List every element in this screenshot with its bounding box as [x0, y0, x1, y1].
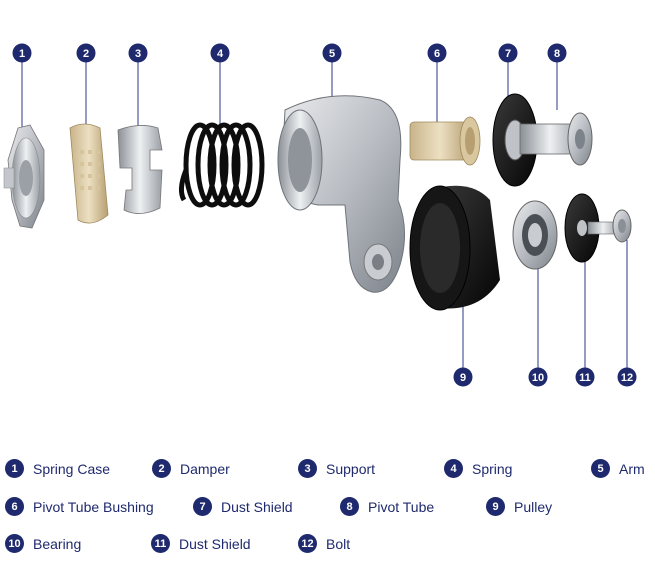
spring-case-part	[3, 124, 45, 229]
legend-number: 12	[298, 534, 317, 553]
legend-label: Pivot Tube	[368, 498, 435, 515]
legend-item-dust-shield: 7 Dust Shield	[193, 497, 293, 516]
legend-label: Pulley	[514, 498, 553, 515]
legend-item-arm: 5 Arm	[591, 459, 645, 478]
callout-2: 2	[76, 43, 96, 63]
svg-text:9: 9	[460, 372, 466, 384]
callout-11: 11	[575, 367, 595, 387]
legend-item-spring: 4 Spring	[444, 459, 512, 478]
legend-number: 11	[151, 534, 170, 553]
legend-item-pulley: 9 Pulley	[486, 497, 552, 516]
callout-7: 7	[498, 43, 518, 63]
callout-3: 3	[128, 43, 148, 63]
legend-label: Pivot Tube Bushing	[33, 498, 154, 515]
svg-text:4: 4	[217, 48, 224, 60]
svg-text:3: 3	[135, 48, 141, 60]
svg-text:7: 7	[505, 48, 511, 60]
svg-text:8: 8	[554, 48, 560, 60]
svg-text:11: 11	[579, 372, 591, 384]
leader-lines	[21, 60, 628, 370]
legend-number: 9	[486, 497, 505, 516]
pivot-tube-bushing-part	[409, 116, 481, 166]
legend-item-pivot-tube-bushing: 6 Pivot Tube Bushing	[5, 497, 154, 516]
callout-5: 5	[322, 43, 342, 63]
legend-label: Support	[326, 460, 376, 477]
callout-1: 1	[12, 43, 32, 63]
svg-text:5: 5	[329, 48, 335, 60]
svg-text:1: 1	[19, 48, 25, 60]
callout-4: 4	[210, 43, 230, 63]
legend-number: 4	[444, 459, 463, 478]
callout-12: 12	[617, 367, 637, 387]
callout-10: 10	[528, 367, 548, 387]
legend-item-bolt: 12 Bolt	[298, 534, 350, 553]
support-part	[117, 125, 163, 214]
legend-item-dust-shield-2: 11 Dust Shield	[151, 534, 251, 553]
bolt-part	[587, 209, 632, 243]
svg-text:12: 12	[621, 372, 633, 384]
legend-item-bearing: 10 Bearing	[5, 534, 81, 553]
legend-number: 5	[591, 459, 610, 478]
legend-number: 8	[340, 497, 359, 516]
bearing-part	[512, 200, 558, 270]
pulley-part	[409, 185, 500, 311]
legend-label: Spring	[472, 460, 513, 477]
svg-text:2: 2	[83, 48, 89, 60]
callout-6: 6	[427, 43, 447, 63]
legend-number: 2	[152, 459, 171, 478]
legend-number: 7	[193, 497, 212, 516]
arm-part	[277, 95, 406, 293]
spring-part	[178, 122, 265, 208]
legend-label: Spring Case	[33, 460, 111, 477]
callout-9: 9	[453, 367, 473, 387]
legend-item-spring-case: 1 Spring Case	[5, 459, 110, 478]
callout-8: 8	[547, 43, 567, 63]
svg-text:10: 10	[532, 372, 544, 384]
legend-label: Damper	[180, 460, 230, 477]
legend-number: 10	[5, 534, 24, 553]
legend-label: Arm	[619, 460, 645, 477]
legend-label: Bearing	[33, 535, 82, 552]
legend-number: 6	[5, 497, 24, 516]
pivot-tube-part	[519, 112, 593, 166]
dust-shield-small-part	[564, 193, 600, 263]
exploded-view-diagram: 1 2 3 4 5 6 7 8 9 10 11 12	[3, 43, 637, 387]
damper-part	[69, 123, 109, 224]
legend-number: 3	[298, 459, 317, 478]
svg-text:6: 6	[434, 48, 440, 60]
legend-label: Bolt	[326, 535, 351, 552]
legend-number: 1	[5, 459, 24, 478]
legend-item-support: 3 Support	[298, 459, 375, 478]
legend-item-pivot-tube: 8 Pivot Tube	[340, 497, 434, 516]
legend-label: Dust Shield	[179, 535, 251, 552]
legend-label: Dust Shield	[221, 498, 293, 515]
legend-item-damper: 2 Damper	[152, 459, 230, 478]
